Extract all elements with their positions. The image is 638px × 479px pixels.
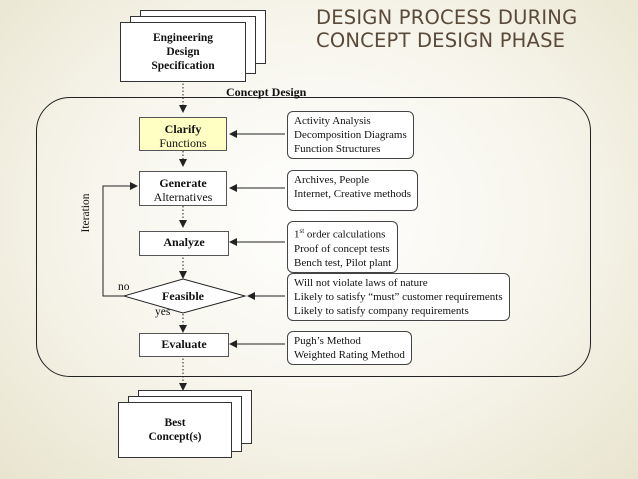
best-line-2: Concept(s) (148, 431, 202, 443)
generate-title: Generate (159, 176, 207, 190)
best-concept-document: Best Concept(s) (118, 402, 232, 458)
spec-line-3: Specification (151, 60, 215, 72)
feasible-label: Feasible (162, 289, 204, 303)
spec-line-1: Engineering (152, 32, 214, 44)
order-suffix: st (299, 227, 305, 235)
evaluate-title: Evaluate (161, 337, 207, 351)
step-evaluate: Evaluate (139, 333, 229, 357)
spec-document: Engineering Design Specification (120, 22, 246, 82)
info-feasible: Will not violate laws of nature Likely t… (287, 273, 510, 321)
yes-label: yes (155, 306, 171, 318)
info-analyze: 1st order calculations Proof of concept … (287, 221, 399, 273)
info-evaluate-line: Weighted Rating Method (294, 349, 405, 361)
title-line-2: CONCEPT DESIGN PHASE (316, 29, 566, 52)
step-generate: Generate Alternatives (139, 171, 227, 206)
info-clarify-line: Function Structures (294, 143, 381, 155)
best-line-1: Best (164, 417, 186, 429)
info-generate: Archives, People Internet, Creative meth… (287, 170, 418, 211)
generate-sub: Alternatives (153, 190, 213, 204)
info-feasible-line: Likely to satisfy company requirements (294, 305, 469, 317)
clarify-title: Clarify (164, 122, 202, 136)
no-label: no (118, 281, 130, 293)
info-clarify: Activity Analysis Decomposition Diagrams… (287, 111, 414, 159)
info-clarify-line: Decomposition Diagrams (294, 129, 407, 141)
spec-line-2: Design (166, 46, 200, 58)
title-line-1: DESIGN PROCESS DURING (316, 6, 578, 29)
step-clarify: Clarify Functions (139, 117, 227, 151)
iteration-label: Iteration (80, 193, 92, 233)
slide-title: DESIGN PROCESS DURING CONCEPT DESIGN PHA… (316, 6, 636, 52)
concept-design-container (36, 97, 591, 377)
info-generate-line: Internet, Creative methods (294, 188, 411, 200)
info-analyze-line-1: 1st order calculations (294, 224, 391, 242)
analyze-title: Analyze (163, 235, 205, 249)
iteration-loop-line (102, 182, 138, 297)
order-rest: order calculations (304, 228, 386, 241)
info-analyze-line-2: Proof of concept tests (294, 242, 390, 255)
info-feasible-line: Will not violate laws of nature (294, 277, 428, 289)
concept-design-label: Concept Design (226, 85, 307, 99)
feasible-diamond (122, 278, 247, 314)
info-evaluate-line: Pugh’s Method (294, 335, 361, 347)
info-generate-line: Archives, People (294, 174, 370, 186)
info-evaluate: Pugh’s Method Weighted Rating Method (287, 331, 412, 365)
info-analyze-line-3: Bench test, Pilot plant (294, 256, 392, 269)
info-clarify-line: Activity Analysis (294, 115, 371, 127)
clarify-sub: Functions (159, 136, 207, 150)
step-analyze: Analyze (139, 231, 229, 256)
order-number: 1 (294, 228, 300, 241)
info-feasible-line: Likely to satisfy “must” customer requir… (294, 291, 503, 303)
